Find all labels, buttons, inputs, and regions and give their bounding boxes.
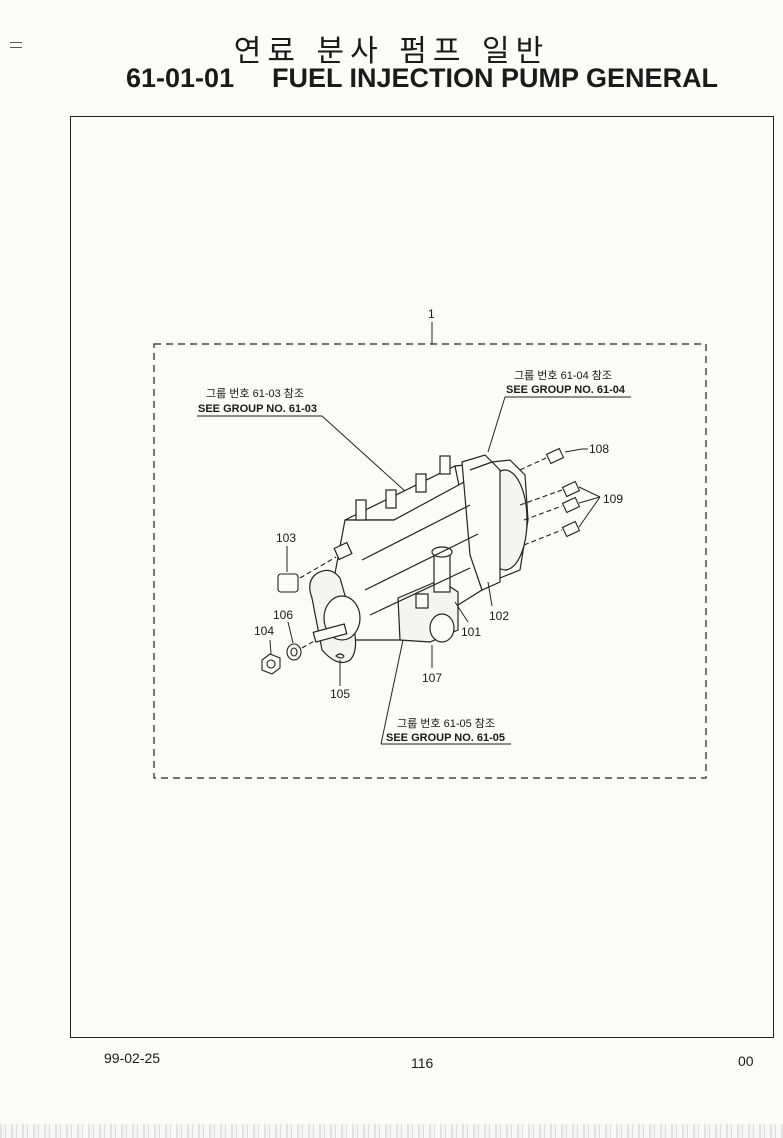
page-title: 61-01-01 FUEL INJECTION PUMP GENERAL bbox=[126, 63, 776, 94]
edge-mark bbox=[10, 42, 22, 43]
callout-104: 104 bbox=[254, 624, 274, 638]
edge-mark bbox=[10, 47, 22, 48]
loose-parts bbox=[261, 447, 583, 675]
section-code: 61-01-01 bbox=[126, 63, 235, 93]
ref-6104-korean: 그룹 번호 61-04 참조 bbox=[514, 369, 612, 382]
revision-number: 00 bbox=[738, 1053, 754, 1069]
page-title-english: FUEL INJECTION PUMP GENERAL bbox=[272, 63, 719, 93]
ref-6105: SEE GROUP NO. 61-05 bbox=[386, 732, 505, 744]
scan-edge bbox=[0, 1124, 783, 1138]
callout-leaders bbox=[269, 448, 601, 686]
ref-6103: SEE GROUP NO. 61-03 bbox=[198, 403, 317, 415]
drawing-frame bbox=[70, 116, 774, 1038]
part-108-bolt bbox=[519, 447, 583, 471]
page-number: 116 bbox=[411, 1055, 434, 1071]
part-105-key bbox=[335, 653, 345, 659]
part-103-cap bbox=[277, 573, 299, 593]
callout-103: 103 bbox=[276, 531, 296, 545]
pump-body bbox=[309, 454, 529, 663]
ref-6104: SEE GROUP NO. 61-04 bbox=[506, 384, 626, 396]
callout-107: 107 bbox=[422, 671, 442, 685]
ref-6105-korean: 그룹 번호 61-05 참조 bbox=[397, 717, 495, 730]
callout-105: 105 bbox=[330, 687, 350, 701]
ref-6104-leader bbox=[487, 396, 506, 453]
callout-1: 1 bbox=[428, 307, 435, 321]
callout-108: 108 bbox=[589, 442, 609, 456]
ref-6103-korean: 그룹 번호 61-03 참조 bbox=[206, 387, 304, 400]
ref-6105-leader bbox=[380, 639, 404, 745]
part-109-bolts bbox=[519, 480, 581, 546]
callout-101: 101 bbox=[461, 625, 481, 639]
page-title-korean: 연료 분사 펌프 일반 bbox=[233, 34, 550, 69]
callout-109: 109 bbox=[603, 492, 623, 506]
callout-102: 102 bbox=[489, 609, 509, 623]
footer-date: 99-02-25 bbox=[104, 1050, 161, 1066]
assembly-boundary bbox=[153, 343, 707, 779]
ref-6103-leader bbox=[321, 415, 407, 493]
callout-106: 106 bbox=[273, 608, 293, 622]
